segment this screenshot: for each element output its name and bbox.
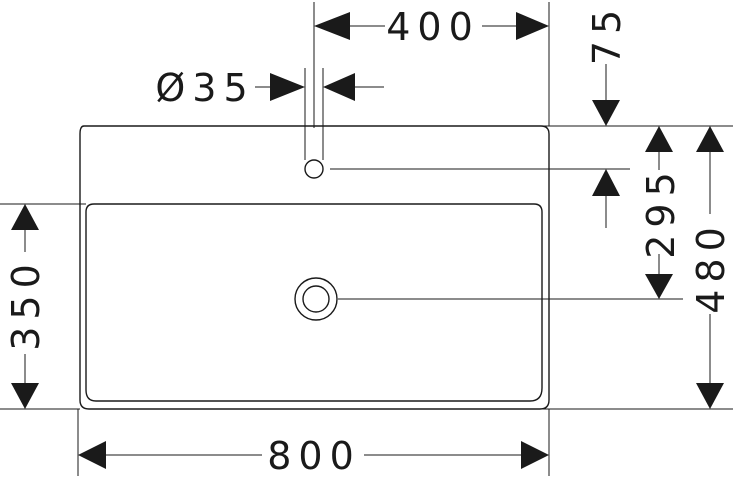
dimension-400: 400 <box>314 5 549 49</box>
drain <box>294 277 338 321</box>
dimension-295-label: 295 <box>639 165 683 259</box>
dimension-295: 295 <box>639 126 683 299</box>
dimension-480-label: 480 <box>689 220 733 314</box>
dimension-75-label: 75 <box>585 3 629 65</box>
tap-hole <box>304 128 324 179</box>
basin-outline <box>79 125 550 410</box>
dimension-800-label: 800 <box>267 434 361 478</box>
dimension-480: 480 <box>689 126 733 409</box>
dimension-diameter-35-label: Ø35 <box>155 66 254 110</box>
dimension-350-label: 350 <box>4 257 48 351</box>
dimension-400-label: 400 <box>386 5 480 49</box>
dimension-800: 800 <box>78 434 549 478</box>
dimension-diameter-35: Ø35 <box>155 66 384 110</box>
dimension-350: 350 <box>4 204 48 409</box>
dimension-75: 75 <box>585 3 629 228</box>
basin-bowl-outline <box>85 203 543 402</box>
